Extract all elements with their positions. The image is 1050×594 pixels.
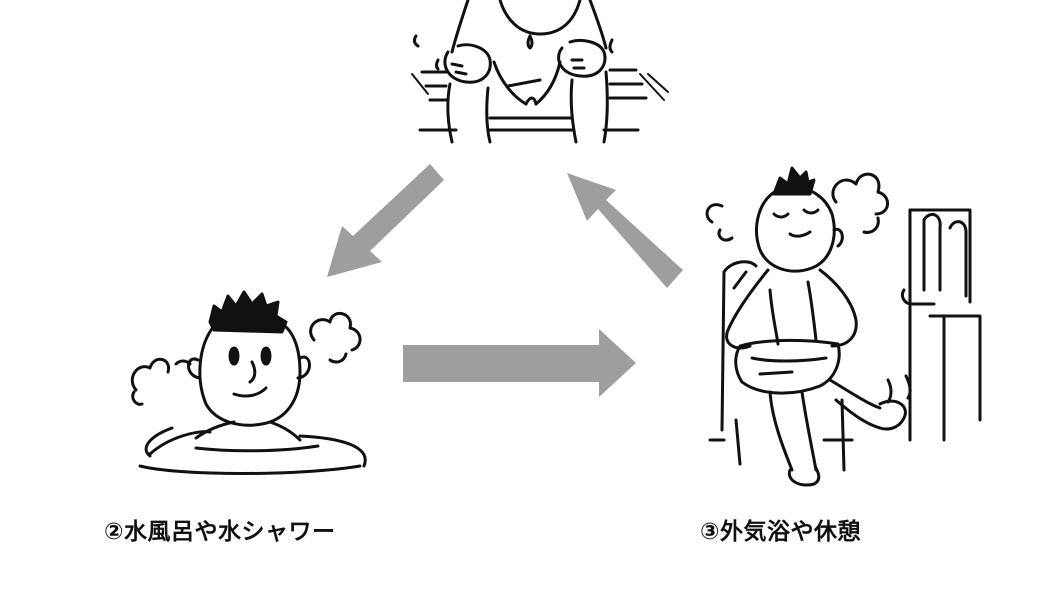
figure-sauna-sitting [411,0,669,144]
step-2-caption: ②水風呂や水シャワー [104,519,336,545]
arrow-rest-to-sauna [567,173,683,288]
arrow-cold-bath-to-rest [403,329,636,397]
arrow-sauna-to-cold-bath [327,164,444,277]
step-3-caption: ③外気浴や休憩 [700,519,861,545]
figure-cold-bath [130,290,367,475]
figure-outdoor-rest [705,166,982,487]
